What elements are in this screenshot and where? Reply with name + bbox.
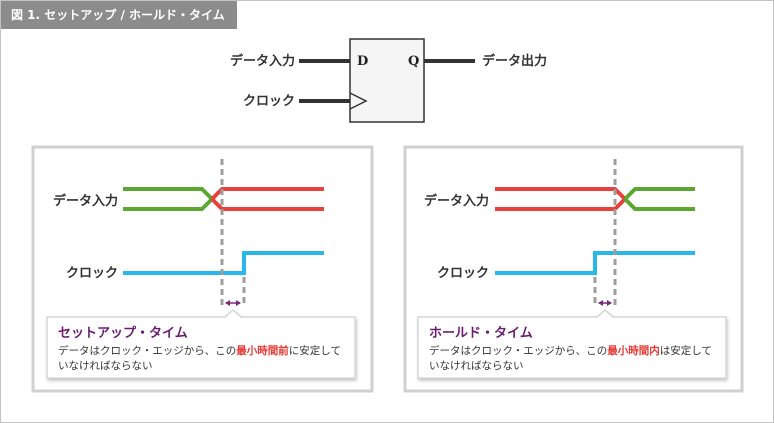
hold-data-new-upper xyxy=(623,187,695,201)
setup-data-label: データ入力 xyxy=(53,193,118,209)
hold-clock-label: クロック xyxy=(437,266,489,281)
hold-data-new-lower xyxy=(623,197,695,211)
hold-callout-text-line2: いなければならない xyxy=(429,360,524,372)
setup-data-old-lower xyxy=(123,197,214,211)
hold-clock-wave xyxy=(495,251,695,275)
hold-callout-title: ホールド・タイム xyxy=(429,326,533,341)
hold-panel: データ入力 クロック ホールド・タイム データはクロック・エッジから、この最小時… xyxy=(403,145,744,393)
setup-callout xyxy=(46,309,356,379)
clock-triangle-icon xyxy=(349,92,368,110)
setup-clock-label: クロック xyxy=(66,266,118,281)
hold-callout-text: データはクロック・エッジから、この最小時間内は安定して xyxy=(429,344,712,357)
figure-label: 図 1. セットアップ / ホールド・タイム xyxy=(1,1,237,29)
setup-callout-text: データはクロック・エッジから、この最小時間前に安定して xyxy=(58,344,341,357)
setup-panel: データ入力 クロック セットアップ・タイム データはクロック・エッジから、この最… xyxy=(31,145,374,393)
hold-arrow-right-icon xyxy=(607,300,612,306)
setup-arrow-left-icon xyxy=(225,300,230,306)
hold-callout xyxy=(417,309,727,379)
ff-output-label: データ出力 xyxy=(482,53,547,69)
ff-clock-label: クロック xyxy=(243,94,295,109)
pin-q-label: Q xyxy=(408,54,419,69)
ff-input-label: データ入力 xyxy=(230,53,295,69)
hold-arrow-left-icon xyxy=(598,300,603,306)
hold-data-label: データ入力 xyxy=(424,193,489,209)
setup-arrow-right-icon xyxy=(236,300,241,306)
flipflop: D Q データ入力 クロック データ出力 xyxy=(230,38,547,123)
setup-callout-text-line2: いなければならない xyxy=(58,360,153,372)
pin-d-label: D xyxy=(357,54,368,69)
setup-clock-wave xyxy=(123,251,324,275)
setup-callout-title: セットアップ・タイム xyxy=(58,326,188,341)
setup-data-old-upper xyxy=(123,187,214,201)
flipflop-box xyxy=(349,38,425,123)
